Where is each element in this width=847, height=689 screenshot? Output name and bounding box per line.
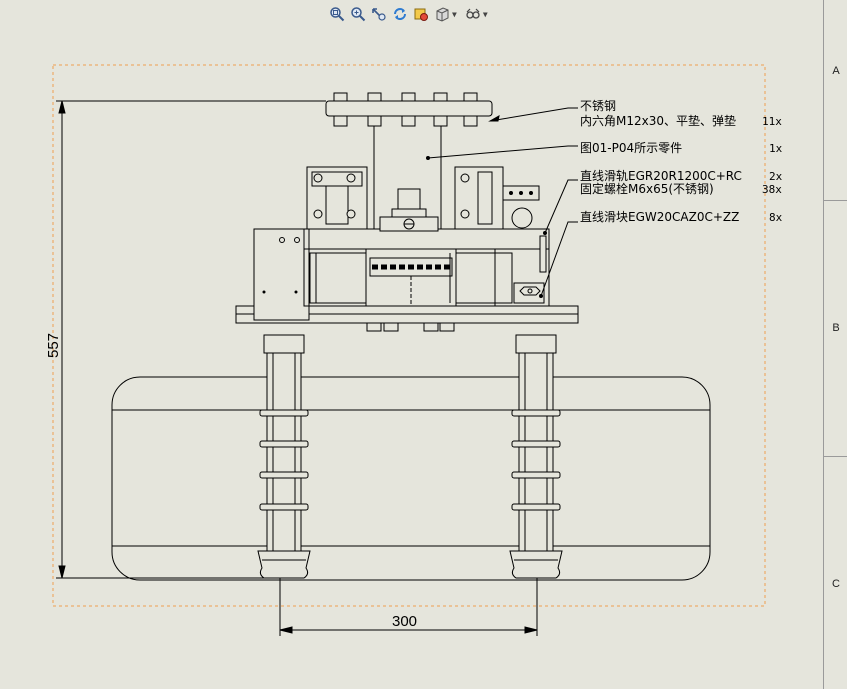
annotation-parts: 图01-P04所示零件 bbox=[580, 141, 682, 155]
annotation-rail: 直线滑轨EGR20R1200C+RC bbox=[580, 169, 742, 183]
zone-label-a: A bbox=[832, 65, 840, 77]
previous-view-icon bbox=[372, 8, 386, 21]
annotation-fix-bolt-qty: 38x bbox=[762, 183, 782, 196]
zone-label-c: C bbox=[832, 578, 840, 590]
annotation-fix-bolt: 固定螺栓M6x65(不锈钢) bbox=[580, 181, 714, 196]
display-style-icon bbox=[436, 7, 449, 22]
annotation-slider-qty: 8x bbox=[769, 211, 783, 224]
view-settings-button[interactable] bbox=[464, 5, 482, 23]
zoom-to-fit-icon bbox=[330, 7, 345, 22]
dimension-lines bbox=[56, 100, 538, 636]
previous-view-button[interactable] bbox=[370, 5, 388, 23]
left-column bbox=[257, 334, 311, 579]
zone-divider bbox=[824, 456, 847, 457]
center-drive bbox=[379, 188, 439, 232]
dimension-height-value: 557 bbox=[45, 333, 62, 358]
hide-show-items-icon bbox=[414, 8, 428, 21]
right-column bbox=[509, 334, 563, 579]
annotation-bolts: 内六角M12x30、平垫、弹垫 bbox=[580, 113, 736, 128]
view-settings-dropdown-caret[interactable]: ▼ bbox=[482, 9, 488, 19]
zone-divider bbox=[824, 200, 847, 201]
leader-lines bbox=[426, 107, 578, 298]
hide-show-items-button[interactable] bbox=[412, 5, 430, 23]
zoom-to-fit-button[interactable] bbox=[328, 5, 346, 23]
view-toolbar: ▼ ▼ bbox=[328, 4, 492, 24]
display-style-button[interactable] bbox=[433, 5, 451, 23]
side-block bbox=[253, 228, 310, 321]
annotation-slider: 直线滑块EGW20CAZ0C+ZZ bbox=[580, 210, 739, 224]
view-settings-icon bbox=[466, 8, 480, 19]
top-plate bbox=[325, 92, 493, 229]
linear-slider-block bbox=[513, 282, 545, 304]
carriage-frame bbox=[303, 228, 550, 307]
annotation-parts-qty: 1x bbox=[769, 142, 783, 155]
dimension-width-value: 300 bbox=[392, 613, 417, 630]
zone-label-b: B bbox=[832, 322, 840, 334]
zoom-to-area-icon bbox=[351, 7, 366, 22]
rebuild-icon bbox=[394, 8, 406, 20]
annotation-rail-qty: 2x bbox=[769, 170, 783, 183]
rebuild-button[interactable] bbox=[391, 5, 409, 23]
left-housing bbox=[306, 166, 368, 230]
assembly-drawing-view[interactable]: 不锈钢 内六角M12x30、平垫、弹垫 11x 图01-P04所示零件 1x 直… bbox=[0, 0, 823, 689]
sheet-zone-strip: A B C bbox=[823, 0, 847, 689]
right-housing bbox=[454, 166, 547, 273]
annotation-material: 不锈钢 bbox=[580, 99, 616, 113]
base-tank bbox=[111, 376, 711, 581]
view-boundary bbox=[52, 64, 766, 607]
zoom-to-area-button[interactable] bbox=[349, 5, 367, 23]
annotation-bolts-qty: 11x bbox=[762, 115, 782, 128]
display-style-dropdown-caret[interactable]: ▼ bbox=[452, 9, 457, 19]
